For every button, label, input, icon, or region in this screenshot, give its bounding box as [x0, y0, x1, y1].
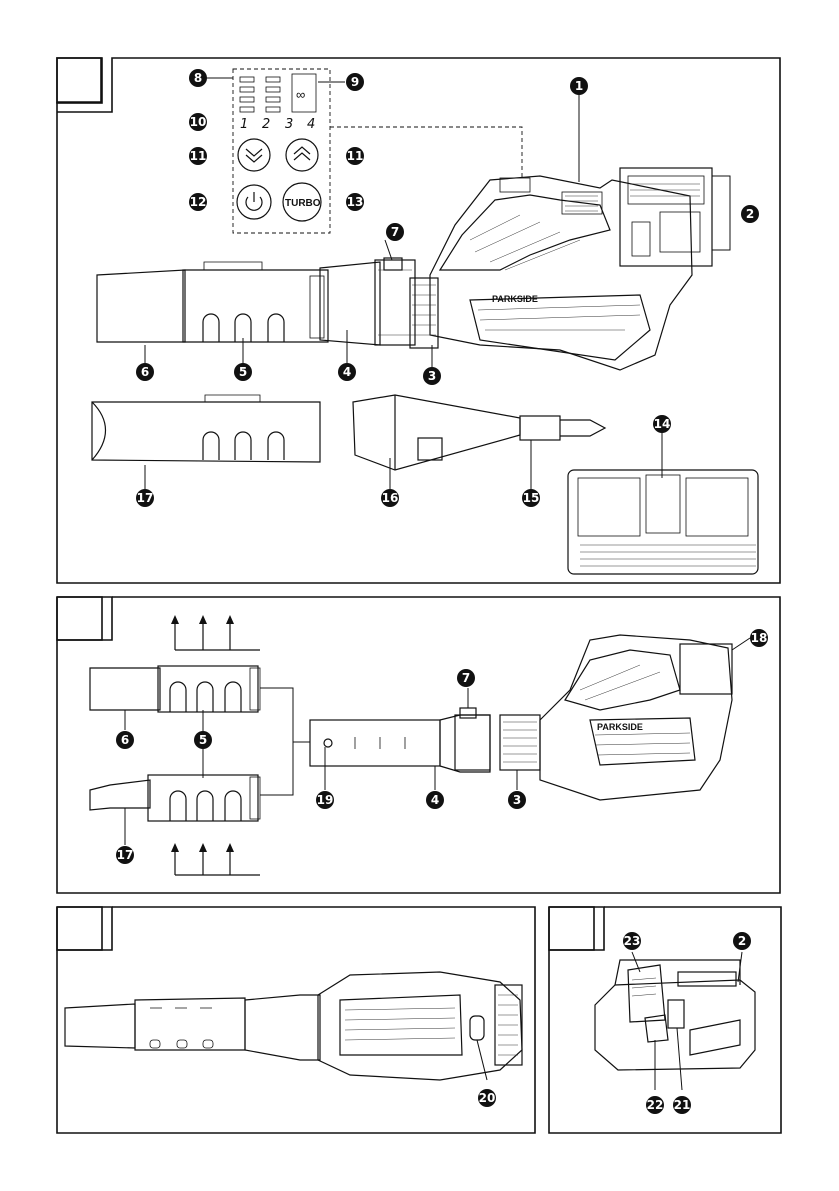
leaf-blower-top-view [318, 972, 522, 1080]
badge-6: 6 [136, 363, 154, 381]
blow-tube [310, 720, 440, 766]
speed-down-button [238, 139, 270, 171]
badge-3b: 3 [508, 791, 526, 809]
turbo-label: TURBO [285, 198, 321, 209]
round-nozzle [97, 270, 185, 342]
svg-text:6: 6 [121, 733, 129, 747]
leaf-blower-body-b: PARKSIDE [500, 635, 732, 800]
speed-digit-3: 3 [285, 117, 293, 132]
airflow-arrows-top [171, 615, 260, 650]
svg-text:7: 7 [391, 225, 399, 239]
svg-text:19: 19 [317, 793, 334, 807]
badge-23: 23 [623, 932, 641, 950]
battery-charger [568, 470, 758, 574]
speed-digit-4: 4 [307, 117, 315, 132]
panel-b: PARKSIDE [57, 597, 780, 893]
speed-digit-2: 2 [262, 117, 270, 132]
svg-text:11: 11 [347, 149, 364, 163]
airflow-arrows-bottom [171, 843, 260, 875]
blow-tube [320, 262, 380, 345]
badge-11-right: 11 [346, 147, 364, 165]
svg-text:11: 11 [190, 149, 207, 163]
badge-20: 20 [478, 1089, 496, 1107]
panel-c [57, 907, 535, 1133]
svg-text:20: 20 [479, 1091, 496, 1105]
speed-level-bars [240, 77, 280, 112]
battery-pack-d [595, 960, 755, 1070]
svg-text:18: 18 [751, 631, 768, 645]
badge-11-left: 11 [189, 147, 207, 165]
badge-4: 4 [338, 363, 356, 381]
leaf-blower-body: PARKSIDE [410, 176, 692, 370]
nozzle [135, 998, 245, 1050]
badge-layer: 8 9 10 11 11 12 13 1 2 7 6 5 4 3 14 17 1… [116, 69, 768, 1114]
svg-text:23: 23 [624, 934, 641, 948]
svg-text:1: 1 [575, 79, 583, 93]
badge-19: 19 [316, 791, 334, 809]
svg-text:16: 16 [382, 491, 399, 505]
brand-label: PARKSIDE [492, 294, 538, 304]
battery-pack [620, 168, 712, 266]
badge-3: 3 [423, 367, 441, 385]
svg-text:3: 3 [428, 369, 436, 383]
svg-text:12: 12 [190, 195, 207, 209]
badge-2d: 2 [733, 932, 751, 950]
badge-6b: 6 [116, 731, 134, 749]
speed-digit-1: 1 [240, 117, 248, 132]
badge-15: 15 [522, 489, 540, 507]
svg-text:17: 17 [117, 848, 134, 862]
svg-text:9: 9 [351, 75, 359, 89]
svg-text:4: 4 [431, 793, 439, 807]
badge-18: 18 [750, 629, 768, 647]
svg-text:10: 10 [190, 115, 207, 129]
badge-17b: 17 [116, 846, 134, 864]
badge-1: 1 [570, 77, 588, 95]
badge-13: 13 [346, 193, 364, 211]
badge-9: 9 [346, 73, 364, 91]
flat-nozzle [92, 402, 320, 462]
badge-16: 16 [381, 489, 399, 507]
badge-5: 5 [234, 363, 252, 381]
badge-8: 8 [189, 69, 207, 87]
nozzle [183, 270, 328, 342]
badge-5b: 5 [194, 731, 212, 749]
scraper-attachment [353, 395, 520, 470]
badge-10: 10 [189, 113, 207, 131]
svg-text:17: 17 [137, 491, 154, 505]
svg-text:3: 3 [513, 793, 521, 807]
svg-text:7: 7 [462, 671, 470, 685]
svg-text:2: 2 [746, 207, 754, 221]
infinity-icon: ∞ [296, 87, 305, 102]
nozzle [158, 666, 258, 712]
badge-4b: 4 [426, 791, 444, 809]
badge-22: 22 [646, 1096, 664, 1114]
badge-21: 21 [673, 1096, 691, 1114]
badge-17: 17 [136, 489, 154, 507]
svg-text:22: 22 [647, 1098, 664, 1112]
badge-2: 2 [741, 205, 759, 223]
svg-text:5: 5 [239, 365, 247, 379]
brand-label-b: PARKSIDE [597, 722, 643, 732]
belt-clip [470, 1016, 484, 1040]
svg-text:21: 21 [674, 1098, 691, 1112]
svg-text:8: 8 [194, 71, 202, 85]
svg-text:13: 13 [347, 195, 364, 209]
badge-14: 14 [653, 415, 671, 433]
svg-text:6: 6 [141, 365, 149, 379]
panel-a: ∞ 1 2 3 4 TURBO PARKSIDE [57, 58, 780, 583]
svg-text:4: 4 [343, 365, 351, 379]
svg-text:5: 5 [199, 733, 207, 747]
badge-7b: 7 [457, 669, 475, 687]
svg-text:15: 15 [523, 491, 540, 505]
svg-text:2: 2 [738, 934, 746, 948]
badge-12: 12 [189, 193, 207, 211]
svg-text:14: 14 [654, 417, 671, 431]
badge-7: 7 [386, 223, 404, 241]
speed-up-button [286, 139, 318, 171]
